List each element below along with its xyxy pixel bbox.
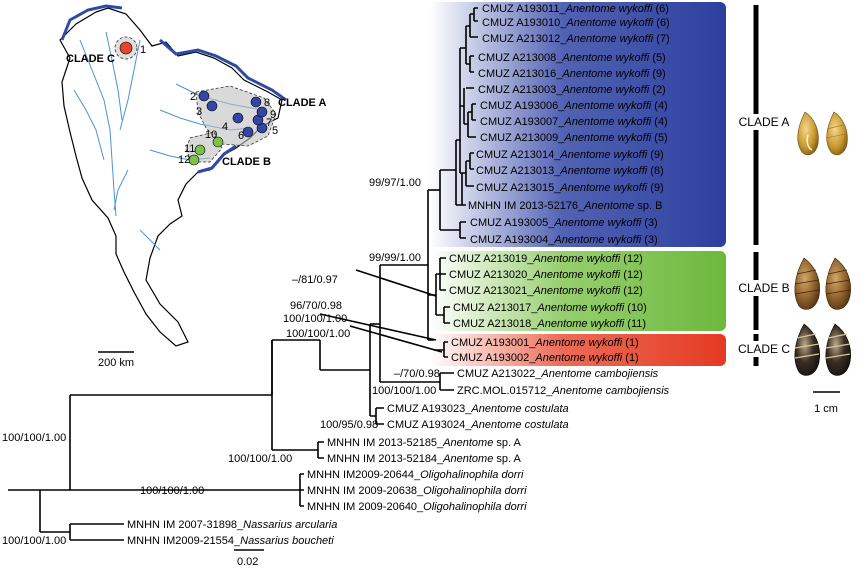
tip-label: MNHN IM 2013-52176_Anentome sp. B xyxy=(468,200,662,212)
support-abc: 100/100/1.00 xyxy=(283,313,347,325)
site-7-label: 7 xyxy=(266,117,272,129)
tip-label: CMUZ A193011_Anentome wykoffi (6) xyxy=(482,3,669,15)
tip-label: MNHN IM2009-21554_Nassarius boucheti xyxy=(127,535,334,547)
site-5-label: 5 xyxy=(272,125,278,137)
tip-label: MNHN IM 2009-20638_Oligohalinophila dorr… xyxy=(307,485,527,497)
clade-c-label: CLADE C xyxy=(738,342,790,356)
tip-label: CMUZ A213020_Anentome wykoffi (12) xyxy=(449,269,643,281)
site-8-marker xyxy=(250,96,262,108)
tip-label: CMUZ A193006_Anentome wykoffi (4) xyxy=(480,100,668,112)
tip-label: CMUZ A193024_Anentome costulata xyxy=(387,419,569,431)
tip-label: CMUZ A213022_Anentome cambojiensis xyxy=(457,368,659,380)
tip-label: CMUZ A193010_Anentome wykoffi (6) xyxy=(482,17,670,29)
support-camb-inner: –/70/0.98 xyxy=(394,368,440,380)
tip-label: CMUZ A213012_Anentome wykoffi (7) xyxy=(482,33,670,45)
support-clade-a: 99/97/1.00 xyxy=(369,177,421,189)
tip-label: CMUZ A213018_Anentome wykoffi (11) xyxy=(453,318,646,330)
site-2-label: 2 xyxy=(190,91,196,103)
clade-c-shells-image xyxy=(794,323,851,376)
tip-label: CMUZ A193005_Anentome wykoffi (3) xyxy=(470,217,658,229)
clade-a-shells-image xyxy=(797,111,848,156)
tip-label: MNHN IM 2013-52184_Anentome sp. A xyxy=(327,453,522,465)
map-clade-b-label: CLADE B xyxy=(222,156,271,168)
support-sp-a: 100/100/1.00 xyxy=(228,453,292,465)
support-clade-c: 96/70/0.98 xyxy=(290,300,342,312)
support-anentome-core: 100/95/0.98 xyxy=(320,419,378,431)
tip-label: MNHN IM 2013-52185_Anentome sp. A xyxy=(327,437,522,449)
tip-label: CMUZ A213008_Anentome wykoffi (5) xyxy=(478,52,666,64)
tip-label: CMUZ A213003_Anentome wykoffi (2) xyxy=(478,84,666,96)
map-clade-a-label: CLADE A xyxy=(278,97,327,109)
site-6-marker xyxy=(242,126,254,138)
clade-c-box xyxy=(430,334,726,366)
site-1-marker xyxy=(119,41,133,55)
site-11-marker xyxy=(194,144,206,156)
tip-label: CMUZ A193007_Anentome wykoffi (4) xyxy=(480,116,668,128)
tip-label: MNHN IM 2007-31898_Nassarius arcularia xyxy=(127,519,337,531)
clade-a-label: CLADE A xyxy=(739,115,790,129)
support-wykoffi-camb: 100/100/1.00 xyxy=(286,328,350,340)
site-1-label: 1 xyxy=(140,44,146,56)
shell-scale-label: 1 cm xyxy=(814,403,838,415)
tip-label: MNHN IM2009-20644_Oligohalinophila dorri xyxy=(307,469,524,481)
support-camb: 100/100/1.00 xyxy=(372,385,436,397)
clade-b-shells-image xyxy=(794,257,851,310)
support-root: 100/100/1.00 xyxy=(2,535,66,547)
site-8-label: 8 xyxy=(264,97,270,109)
tip-label: ZRC.MOL.015712_Anentome cambojiensis xyxy=(457,385,670,397)
tip-label: CMUZ A193004_Anentome wykoffi (3) xyxy=(470,234,658,246)
site-6-label: 6 xyxy=(238,130,244,142)
tip-label: CMUZ A193002_Anentome wykoffi (1) xyxy=(451,352,639,364)
support-anentome: 100/100/1.00 xyxy=(2,432,66,444)
site-9-label: 9 xyxy=(270,109,276,121)
tip-label: CMUZ A213009_Anentome wykoffi (5) xyxy=(480,132,668,144)
site-3-marker xyxy=(206,100,218,112)
site-4-label: 4 xyxy=(222,121,228,133)
support-ingroup: 99/99/1.00 xyxy=(369,252,421,264)
clade-a-box xyxy=(430,2,726,247)
tip-label: CMUZ A213021_Anentome wykoffi (12) xyxy=(449,285,643,297)
tip-label: CMUZ A193001_Anentome wykoffi (1) xyxy=(451,337,639,349)
site-11-label: 11 xyxy=(184,143,195,155)
support-clade-b: –/81/0.97 xyxy=(292,274,338,286)
tip-label: CMUZ A213017_Anentome wykoffi (10) xyxy=(453,302,647,314)
tree-branches xyxy=(8,7,478,541)
site-2-marker xyxy=(198,90,210,102)
map-border-north xyxy=(60,4,123,41)
site-12-marker xyxy=(188,154,200,166)
site-4-marker xyxy=(232,112,244,124)
tip-label: CMUZ A213016_Anentome wykoffi (9) xyxy=(478,68,666,80)
tip-label: CMUZ A213019_Anentome wykoffi (12) xyxy=(449,253,643,265)
tip-labels: CMUZ A193011_Anentome wykoffi (6) CMUZ A… xyxy=(127,3,670,547)
map-scale-label: 200 km xyxy=(98,357,134,369)
tree-scale-label: 0.02 xyxy=(237,556,258,568)
tip-label: CMUZ A213014_Anentome wykoffi (9) xyxy=(476,149,664,161)
support-values: 99/97/1.00 99/99/1.00 –/81/0.97 96/70/0.… xyxy=(2,177,440,547)
site-12-label: 12 xyxy=(178,154,190,166)
site-3-label: 3 xyxy=(196,106,202,118)
clade-b-label: CLADE B xyxy=(738,281,789,295)
tip-label: CMUZ A193023_Anentome costulata xyxy=(387,403,569,415)
support-oligo: 100/100/1.00 xyxy=(140,485,204,497)
clade-b-box xyxy=(430,251,726,331)
tip-label: MNHN IM 2009-20640_Oligohalinophila dorr… xyxy=(307,501,527,513)
shell-photos: 1 cm xyxy=(794,111,851,415)
site-10-label: 10 xyxy=(205,129,217,141)
tip-label: CMUZ A213015_Anentome wykoffi (9) xyxy=(476,182,664,194)
thailand-map: 1 2 3 4 5 6 7 8 9 10 11 12 CLADE C CLADE… xyxy=(59,4,327,369)
map-border-east xyxy=(159,38,287,102)
map-clade-c-label: CLADE C xyxy=(66,53,115,65)
site-9-marker xyxy=(256,106,268,118)
map-border-se xyxy=(197,144,237,174)
site-10-marker xyxy=(212,136,224,148)
tip-label: CMUZ A213013_Anentome wykoffi (8) xyxy=(476,165,664,177)
